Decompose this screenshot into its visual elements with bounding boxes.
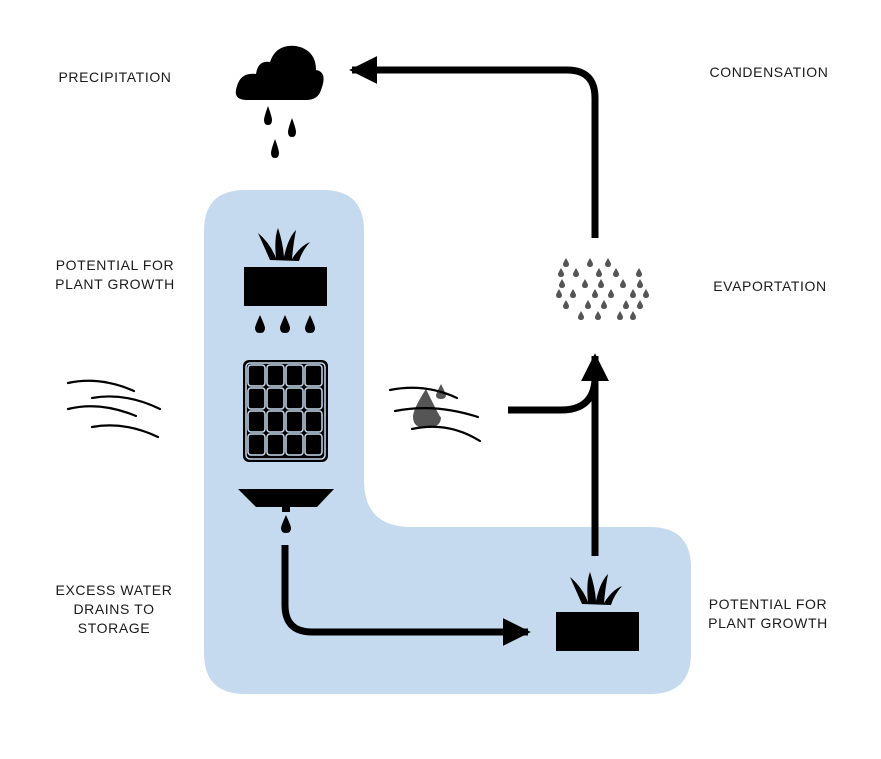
condensation-label: CONDENSATION [709,64,829,80]
vapor-droplet [556,289,562,298]
vapor-droplet [570,289,576,298]
evaporation-branch-line [508,379,599,414]
vapor-droplet [596,268,602,277]
evaporation-label: EVAPORTATION [713,278,827,294]
vapor-droplet [613,268,619,277]
funnel-drain-icon [238,489,334,533]
vapor-droplet [601,300,607,309]
vapor-droplet [643,289,649,298]
plant-growth-bottom-line-2: PLANT GROWTH [708,615,828,631]
vapor-droplet [573,268,579,277]
excess-water-line-2: DRAINS TO [73,601,155,617]
vapor-droplet [563,300,569,309]
vapor-droplet [620,279,626,288]
condensation-arrow [349,56,599,238]
vapor-droplet [595,311,601,320]
vapor-droplets-icon [556,258,649,320]
vapor-droplet [559,279,565,288]
excess-water-line-3: STORAGE [77,620,151,636]
evaporating-water-icon [388,384,482,443]
excess-water-line-1: EXCESS WATER [55,582,173,598]
vapor-droplet [637,300,643,309]
grass-planter-icon [556,572,639,651]
vapor-droplet [623,300,629,309]
water-drops-icon [255,315,315,333]
vapor-droplet [582,279,588,288]
vapor-droplet [598,279,604,288]
plant-growth-top-label: POTENTIAL FOR PLANT GROWTH [40,256,190,294]
grass-planter-icon [244,228,327,306]
precipitation-label: PRECIPITATION [58,69,172,85]
plant-growth-bottom-line-1: POTENTIAL FOR [708,596,828,612]
vapor-droplet [605,258,611,267]
vapor-droplet [630,311,636,320]
plant-growth-bottom-label: POTENTIAL FOR PLANT GROWTH [693,595,843,633]
excess-water-label: EXCESS WATER DRAINS TO STORAGE [44,581,184,638]
vapor-droplet [578,311,584,320]
grid-panel-icon [243,360,328,462]
vapor-droplet [608,289,614,298]
plant-growth-top-line-2: PLANT GROWTH [55,276,175,292]
vapor-droplet [585,300,591,309]
vapor-droplet [563,258,569,267]
cloud-rain-icon [235,45,324,158]
vapor-droplet [636,268,642,277]
vapor-droplet [558,268,564,277]
vapor-droplet [587,258,593,267]
system-zone-background [204,190,691,694]
plant-growth-top-line-1: POTENTIAL FOR [55,257,175,273]
drain-to-storage-arrow [281,545,531,646]
vapor-droplet [630,289,636,298]
vapor-droplet [637,279,643,288]
wind-lines-icon [66,379,162,439]
vapor-droplet [617,311,623,320]
vapor-droplet [592,289,598,298]
